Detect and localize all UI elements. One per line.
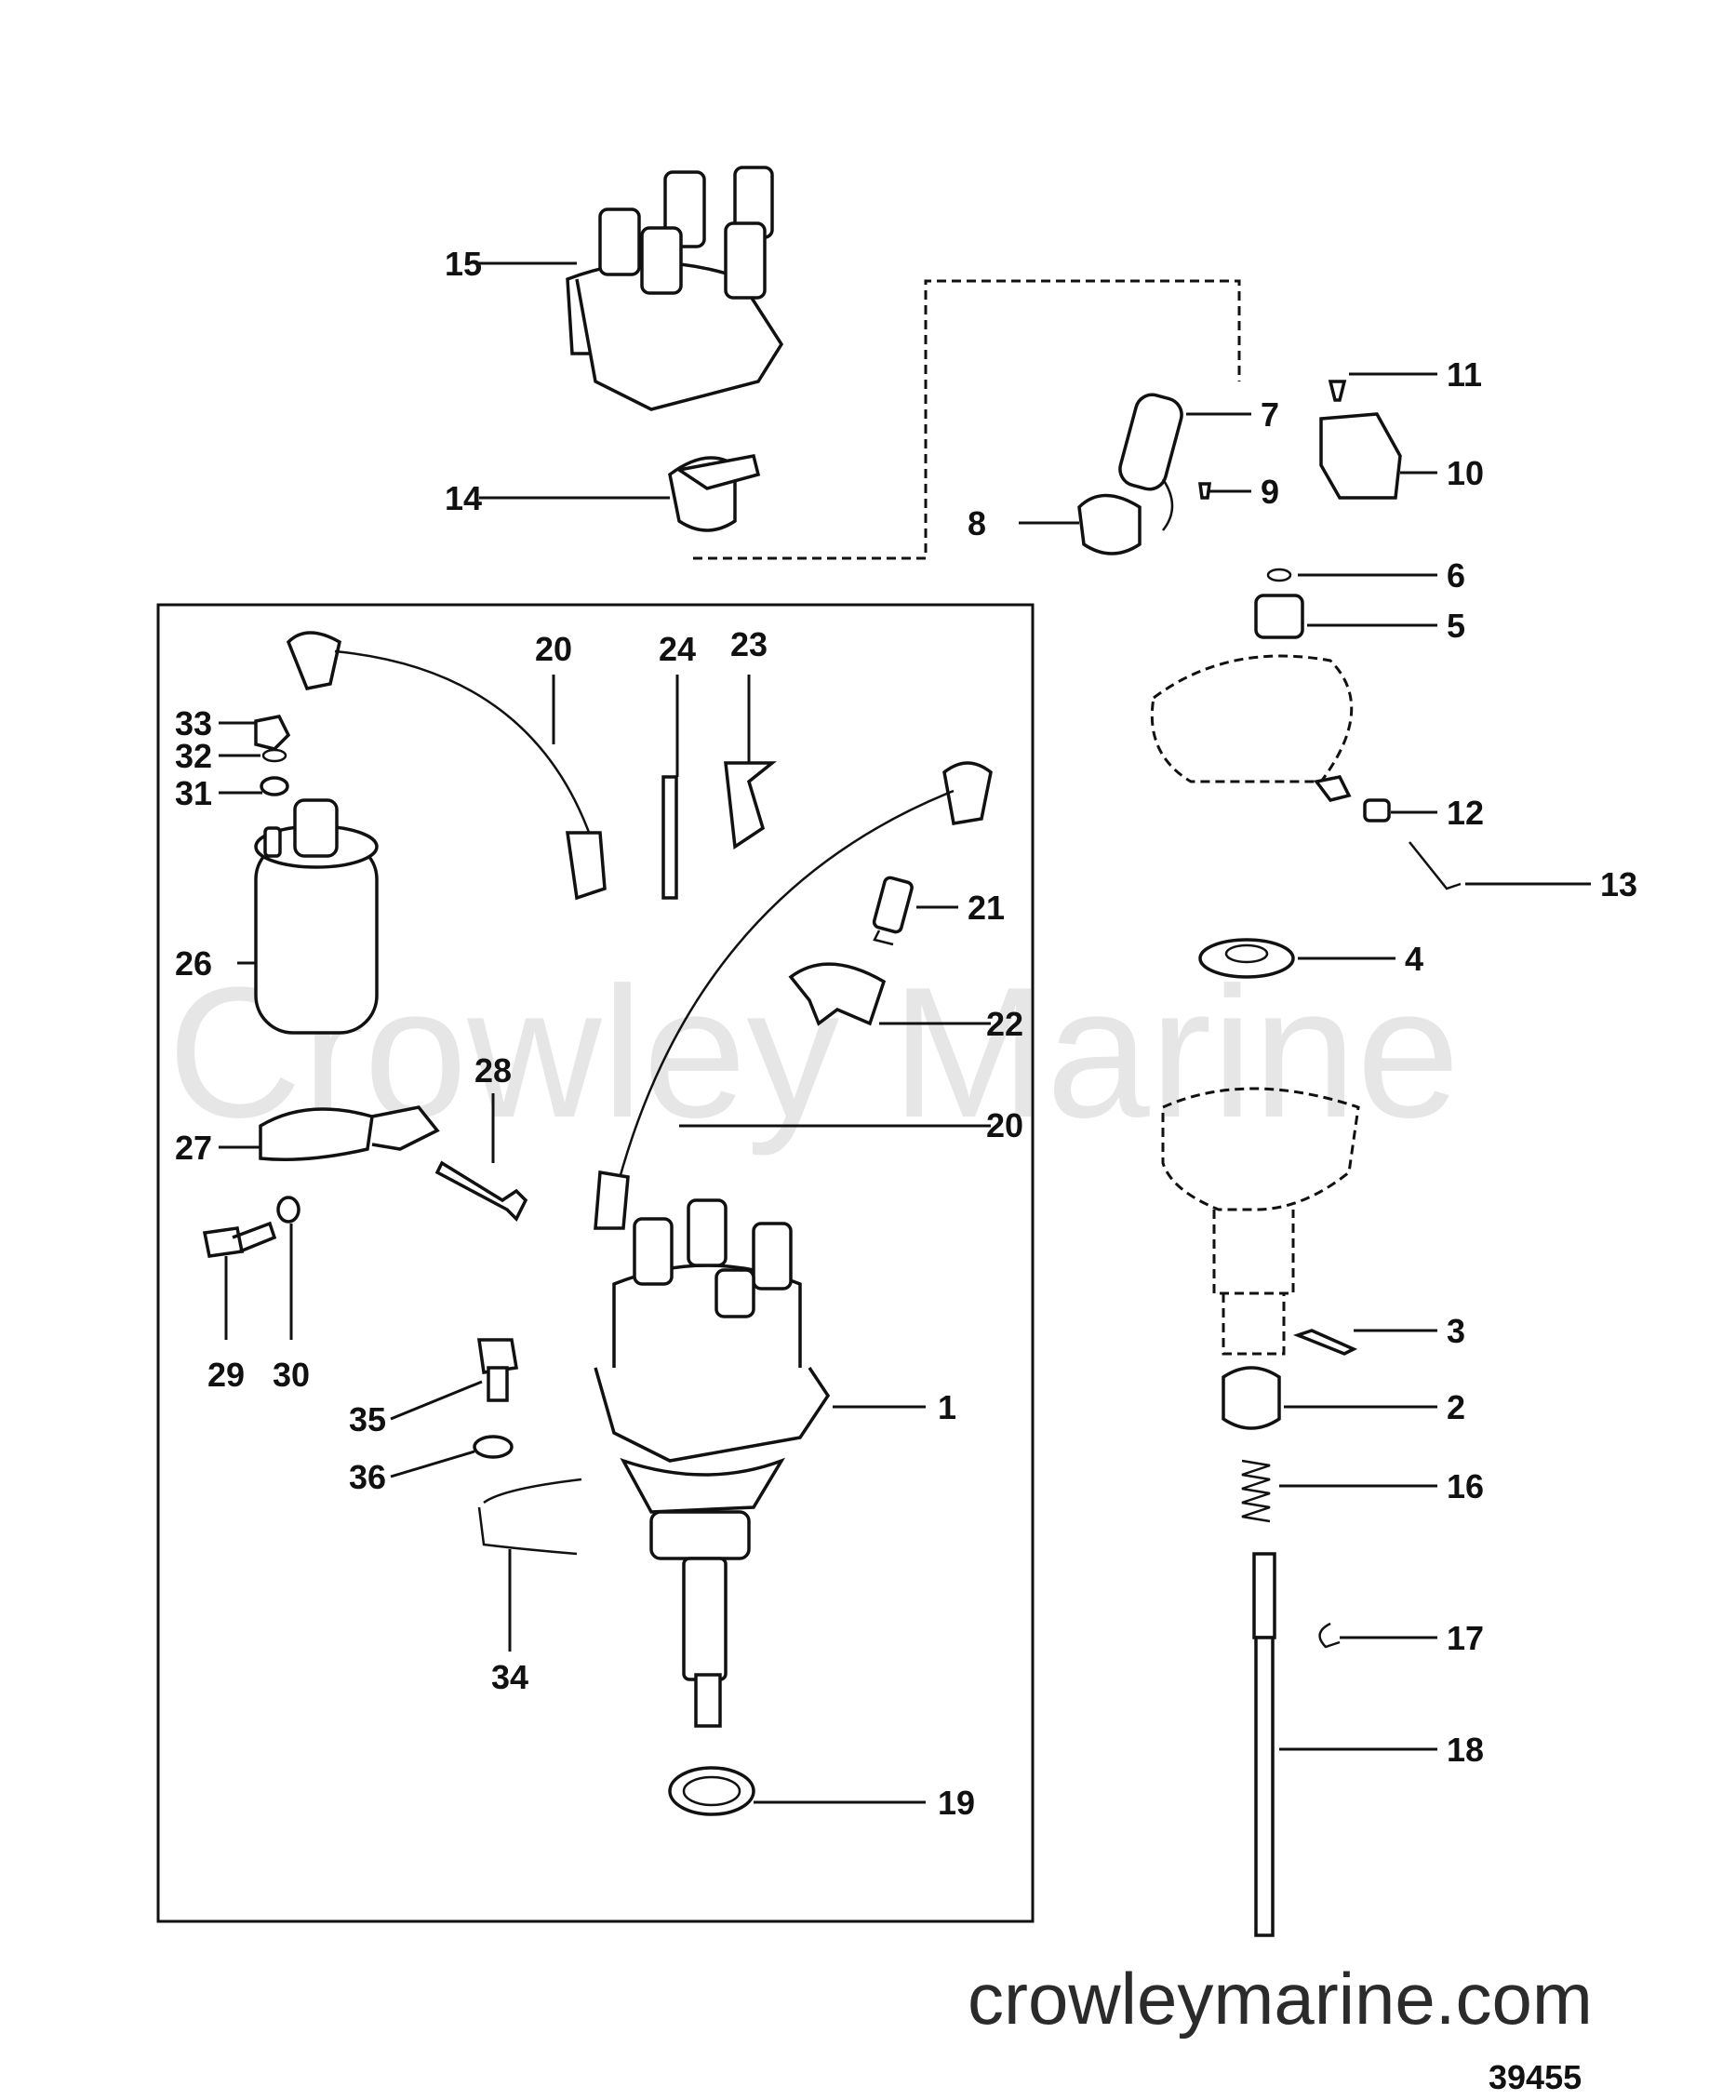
kit-boundary-box: [156, 603, 1035, 1923]
callout-4: 4: [1405, 940, 1423, 978]
callout-27: 27: [175, 1129, 212, 1167]
callout-26: 26: [175, 944, 212, 983]
callout-31: 31: [175, 774, 212, 812]
callout-28: 28: [474, 1051, 512, 1090]
callout-21: 21: [968, 889, 1005, 927]
callout-12: 12: [1447, 794, 1484, 832]
distributor-cap-drawing: [566, 166, 784, 411]
leader-lines: [219, 261, 1591, 1804]
callout-32: 32: [175, 737, 212, 775]
callout-33: 33: [175, 704, 212, 742]
callout-5: 5: [1447, 607, 1465, 645]
callout-23: 23: [730, 625, 768, 663]
oil-seal-drawing: [1198, 938, 1295, 979]
gasket-drawing: [668, 1766, 755, 1816]
dashed-relationship-line: [693, 279, 1241, 560]
callout-2: 2: [1447, 1388, 1465, 1426]
callout-3: 3: [1447, 1312, 1465, 1350]
callout-17: 17: [1447, 1619, 1484, 1657]
callout-8: 8: [968, 504, 986, 542]
rotor-drawing: [668, 453, 761, 532]
spark-plug-drawing: [872, 876, 914, 946]
callout-29: 29: [207, 1356, 245, 1394]
bracket-bolt-drawing: [434, 1160, 528, 1222]
callout-16: 16: [1447, 1467, 1484, 1505]
callout-20-bottom: 20: [986, 1106, 1023, 1144]
coil-wire-top-drawing: [286, 631, 607, 901]
condenser-drawing: [1077, 393, 1183, 555]
drive-shaft-drawing: [1252, 1552, 1341, 1937]
callout-6: 6: [1447, 556, 1465, 595]
hold-down-hardware-drawing: [473, 1338, 582, 1556]
bolt-washer-drawing: [202, 1196, 300, 1258]
callout-20-top: 20: [535, 630, 572, 668]
callout-9: 9: [1261, 473, 1279, 511]
callout-11: 11: [1447, 355, 1482, 394]
callout-7: 7: [1261, 395, 1279, 434]
callout-36: 36: [349, 1458, 386, 1496]
spring-drawing: [1241, 1459, 1271, 1523]
felt-wick-drawing: [1254, 568, 1304, 639]
callout-10: 10: [1447, 454, 1484, 492]
callout-14: 14: [445, 479, 482, 517]
nut-washer-set-drawing: [254, 715, 291, 796]
callout-1: 1: [938, 1388, 956, 1426]
callout-15: 15: [445, 245, 482, 283]
callout-22: 22: [986, 1005, 1023, 1043]
distributor-assembly-drawing: [594, 1198, 831, 1728]
diagram-number: 39455: [1489, 2058, 1582, 2096]
callout-30: 30: [273, 1356, 310, 1394]
callout-13: 13: [1600, 865, 1637, 903]
callout-34: 34: [491, 1658, 528, 1696]
drive-gear-drawing: [1222, 1329, 1358, 1430]
coil-bracket-drawing: [259, 1105, 440, 1161]
callout-24: 24: [659, 630, 696, 668]
breaker-plate-drawing: [1150, 654, 1462, 890]
wire-separator-drawing: [788, 962, 887, 1026]
coil-wire-long-drawing: [594, 761, 993, 1230]
callout-35: 35: [349, 1400, 386, 1438]
website-url: crowleymarine.com: [968, 1958, 1593, 2040]
callout-19: 19: [938, 1784, 975, 1822]
breaker-points-drawing: [1198, 380, 1402, 500]
distributor-housing-drawing: [1161, 1087, 1360, 1356]
stud-drawing: [661, 775, 678, 900]
ignition-coil-drawing: [254, 798, 379, 1035]
callout-18: 18: [1447, 1731, 1484, 1769]
clip-drawing: [724, 761, 777, 850]
